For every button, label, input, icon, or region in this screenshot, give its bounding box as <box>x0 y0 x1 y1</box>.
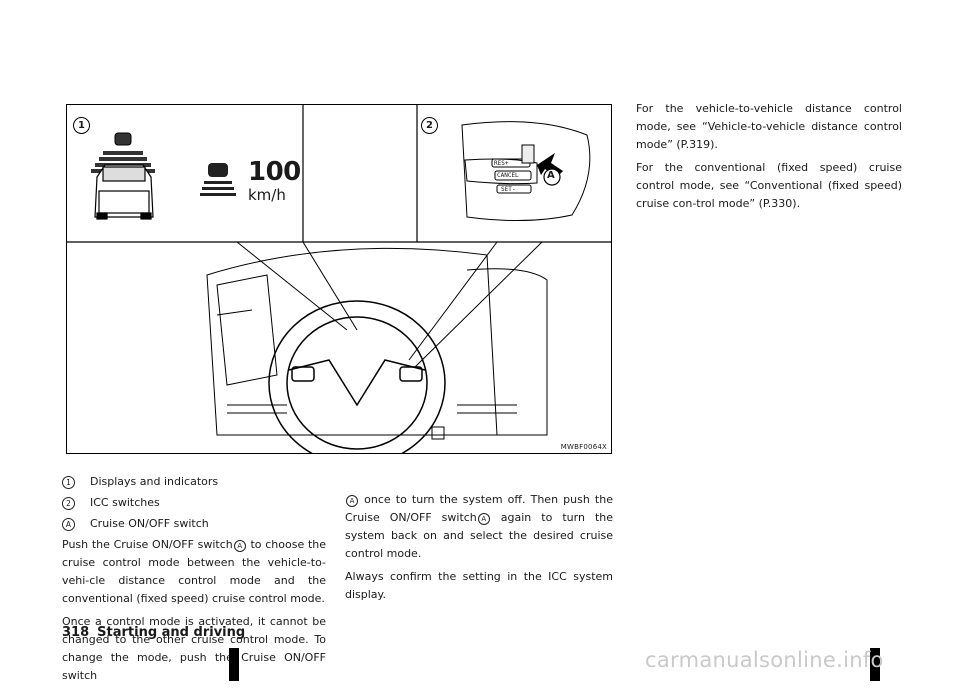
callout-a-circle <box>543 168 561 186</box>
switch-a-marker: A <box>477 513 490 525</box>
middle-column: A once to turn the system off. Then push… <box>345 491 613 609</box>
legend-item: 2 ICC switches <box>62 494 326 512</box>
callout-1-marker: 1 <box>73 117 90 134</box>
legend-marker: 1 <box>62 475 75 489</box>
steering-wheel-drawing <box>268 300 446 453</box>
paragraph-distance-ref: For the vehicle-to-vehicle distance cont… <box>636 102 902 151</box>
speed-unit: km/h <box>248 186 286 204</box>
page-footer: 318 Starting and driving <box>62 625 245 640</box>
callout-a-label: A <box>547 170 555 181</box>
lead-car-icon <box>114 132 132 146</box>
right-column: For the vehicle-to-vehicle distance cont… <box>636 100 902 218</box>
cancel-switch-label: CANCEL <box>497 172 519 179</box>
paragraph-conventional-ref: For the conventional (fixed speed) cruis… <box>636 161 902 210</box>
dashboard-drawing <box>206 247 548 440</box>
legend-text: Cruise ON/OFF switch <box>90 517 209 530</box>
paragraph-confirm: Always confirm the setting in the ICC sy… <box>345 570 613 601</box>
switch-closeup <box>461 121 591 222</box>
text: Once a control mode is activated, it can… <box>62 615 326 682</box>
text: again to turn the system back on and sel… <box>345 511 613 560</box>
switch-a-marker: A <box>233 540 246 552</box>
switch-a-marker: A <box>346 495 358 507</box>
text: once to turn the system off. Then push t… <box>345 493 613 524</box>
set-switch-label: SET- <box>501 186 516 193</box>
speed-value: 100 <box>248 157 301 187</box>
legend-item: 1 Displays and indicators <box>62 473 326 491</box>
watermark: carmanualsonline.info <box>645 648 884 672</box>
left-column: 1 Displays and indicators 2 ICC switches… <box>62 473 326 690</box>
dashboard-illustration <box>67 105 611 453</box>
section-title: Starting and driving <box>97 625 246 640</box>
illustration-figure: 1 2 A 100 km/h RES+ CANCEL SET- MWBF0064… <box>66 104 612 454</box>
paragraph-mode-change-start: Once a control mode is activated, it can… <box>62 613 326 685</box>
legend-marker: 2 <box>62 496 75 510</box>
icc-indicator-icon <box>200 163 236 196</box>
callout-2-marker: 2 <box>421 117 438 134</box>
black-tab-right <box>870 648 880 681</box>
legend-item: A Cruise ON/OFF switch <box>62 515 326 533</box>
legend-text: Displays and indicators <box>90 475 219 488</box>
legend-marker: A <box>62 517 75 531</box>
text: to choose the cruise control mode betwee… <box>62 538 326 605</box>
black-tab-left <box>229 648 239 681</box>
legend-text: ICC switches <box>90 496 160 509</box>
paragraph-mode-change-cont: A once to turn the system off. Then push… <box>345 491 613 563</box>
page-number: 318 <box>62 625 90 640</box>
own-car-icon <box>94 164 154 220</box>
text: Push the Cruise ON/OFF switch <box>62 538 233 551</box>
res-switch-label: RES+ <box>494 160 509 167</box>
figure-id-label: MWBF0064X <box>560 443 607 451</box>
